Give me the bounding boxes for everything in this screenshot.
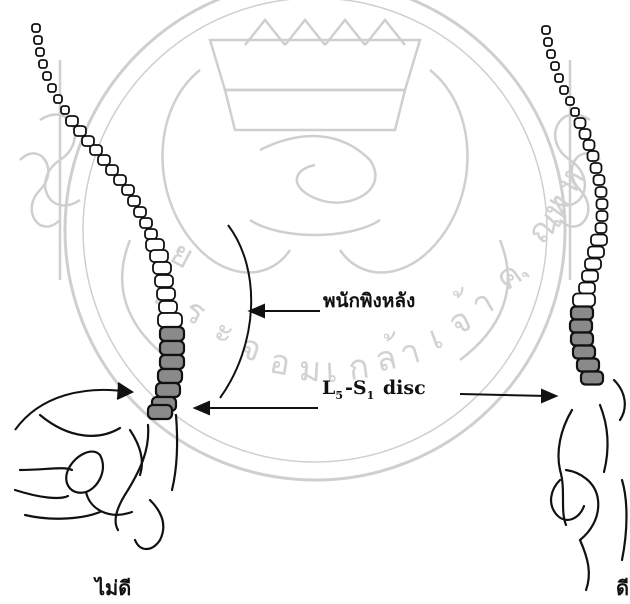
vertebra (134, 207, 146, 217)
vertebra (544, 38, 552, 46)
vertebra (542, 26, 550, 34)
vertebra (145, 229, 157, 239)
vertebra (577, 359, 599, 372)
bad-posture-label: ไม่ดี (95, 572, 131, 604)
watermark-text: ย พ ร ะ จ อ ม เ ก ล ้า เ จ ้า ค ุ ณ ท ห (146, 161, 594, 391)
pelvis-right (551, 380, 626, 590)
vertebra (90, 145, 102, 155)
svg-text:เ: เ (423, 317, 448, 359)
vertebra (591, 163, 602, 173)
svg-text:ม: ม (297, 349, 322, 390)
vertebra (159, 301, 177, 313)
vertebra (158, 313, 182, 327)
vertebra (551, 62, 559, 70)
vertebra (581, 372, 603, 385)
vertebra (98, 155, 110, 165)
vertebra (160, 355, 184, 369)
vertebra (32, 24, 40, 32)
svg-text:ล: ล (372, 337, 401, 380)
disc-label-sub2: 1 (367, 389, 375, 402)
vertebra (150, 250, 168, 262)
vertebra (588, 151, 599, 161)
good-posture-label: ดี (616, 572, 629, 604)
vertebra (140, 218, 152, 228)
vertebra (106, 165, 118, 175)
vertebra (596, 187, 607, 197)
vertebra (571, 307, 593, 320)
vertebra (591, 235, 607, 246)
pelvis-left (15, 415, 177, 549)
vertebra (588, 247, 604, 258)
vertebra (547, 50, 555, 58)
vertebra (160, 341, 184, 355)
vertebra (560, 86, 568, 94)
vertebra (61, 106, 69, 114)
vertebra (48, 84, 56, 92)
disc-label-L: L (322, 377, 335, 399)
disc-label-mid: -S (345, 377, 367, 399)
vertebra (153, 262, 171, 274)
vertebra (555, 74, 563, 82)
vertebra (582, 271, 598, 282)
vertebra (579, 283, 595, 294)
vertebra (573, 346, 595, 359)
vertebra (122, 185, 134, 195)
vertebra (594, 175, 605, 185)
vertebra (571, 333, 593, 346)
vertebra (597, 211, 608, 221)
vertebra (160, 327, 184, 341)
vertebra (36, 48, 44, 56)
vertebra (74, 126, 86, 136)
vertebra (585, 259, 601, 270)
vertebra (157, 288, 175, 300)
disc-label-sub1: 5 (335, 389, 343, 402)
svg-text:อ: อ (266, 341, 293, 384)
vertebra (128, 196, 140, 206)
vertebra (66, 116, 78, 126)
spine-left (32, 24, 184, 419)
backrest-label: พนักพิงหลัง (323, 286, 415, 316)
vertebra (43, 72, 51, 80)
vertebra (597, 199, 608, 209)
vertebra (114, 175, 126, 185)
vertebra (566, 97, 574, 105)
vertebra (571, 108, 579, 116)
svg-text:ค: ค (488, 254, 530, 300)
vertebra (155, 275, 173, 287)
vertebra (156, 383, 180, 397)
vertebra (575, 118, 586, 128)
vertebra (596, 223, 607, 233)
pelvic-tilt-arrow (15, 383, 132, 430)
vertebra (54, 95, 62, 103)
disc-label: L5-S1 disc (322, 377, 426, 399)
vertebra (584, 140, 595, 150)
vertebra (580, 129, 591, 139)
vertebra (158, 369, 182, 383)
vertebra (39, 60, 47, 68)
disc-label-tail: disc (376, 377, 425, 399)
vertebra (570, 320, 592, 333)
vertebra (148, 405, 172, 419)
vertebra (34, 36, 42, 44)
svg-text:ะ: ะ (209, 309, 241, 353)
vertebra (573, 294, 595, 307)
